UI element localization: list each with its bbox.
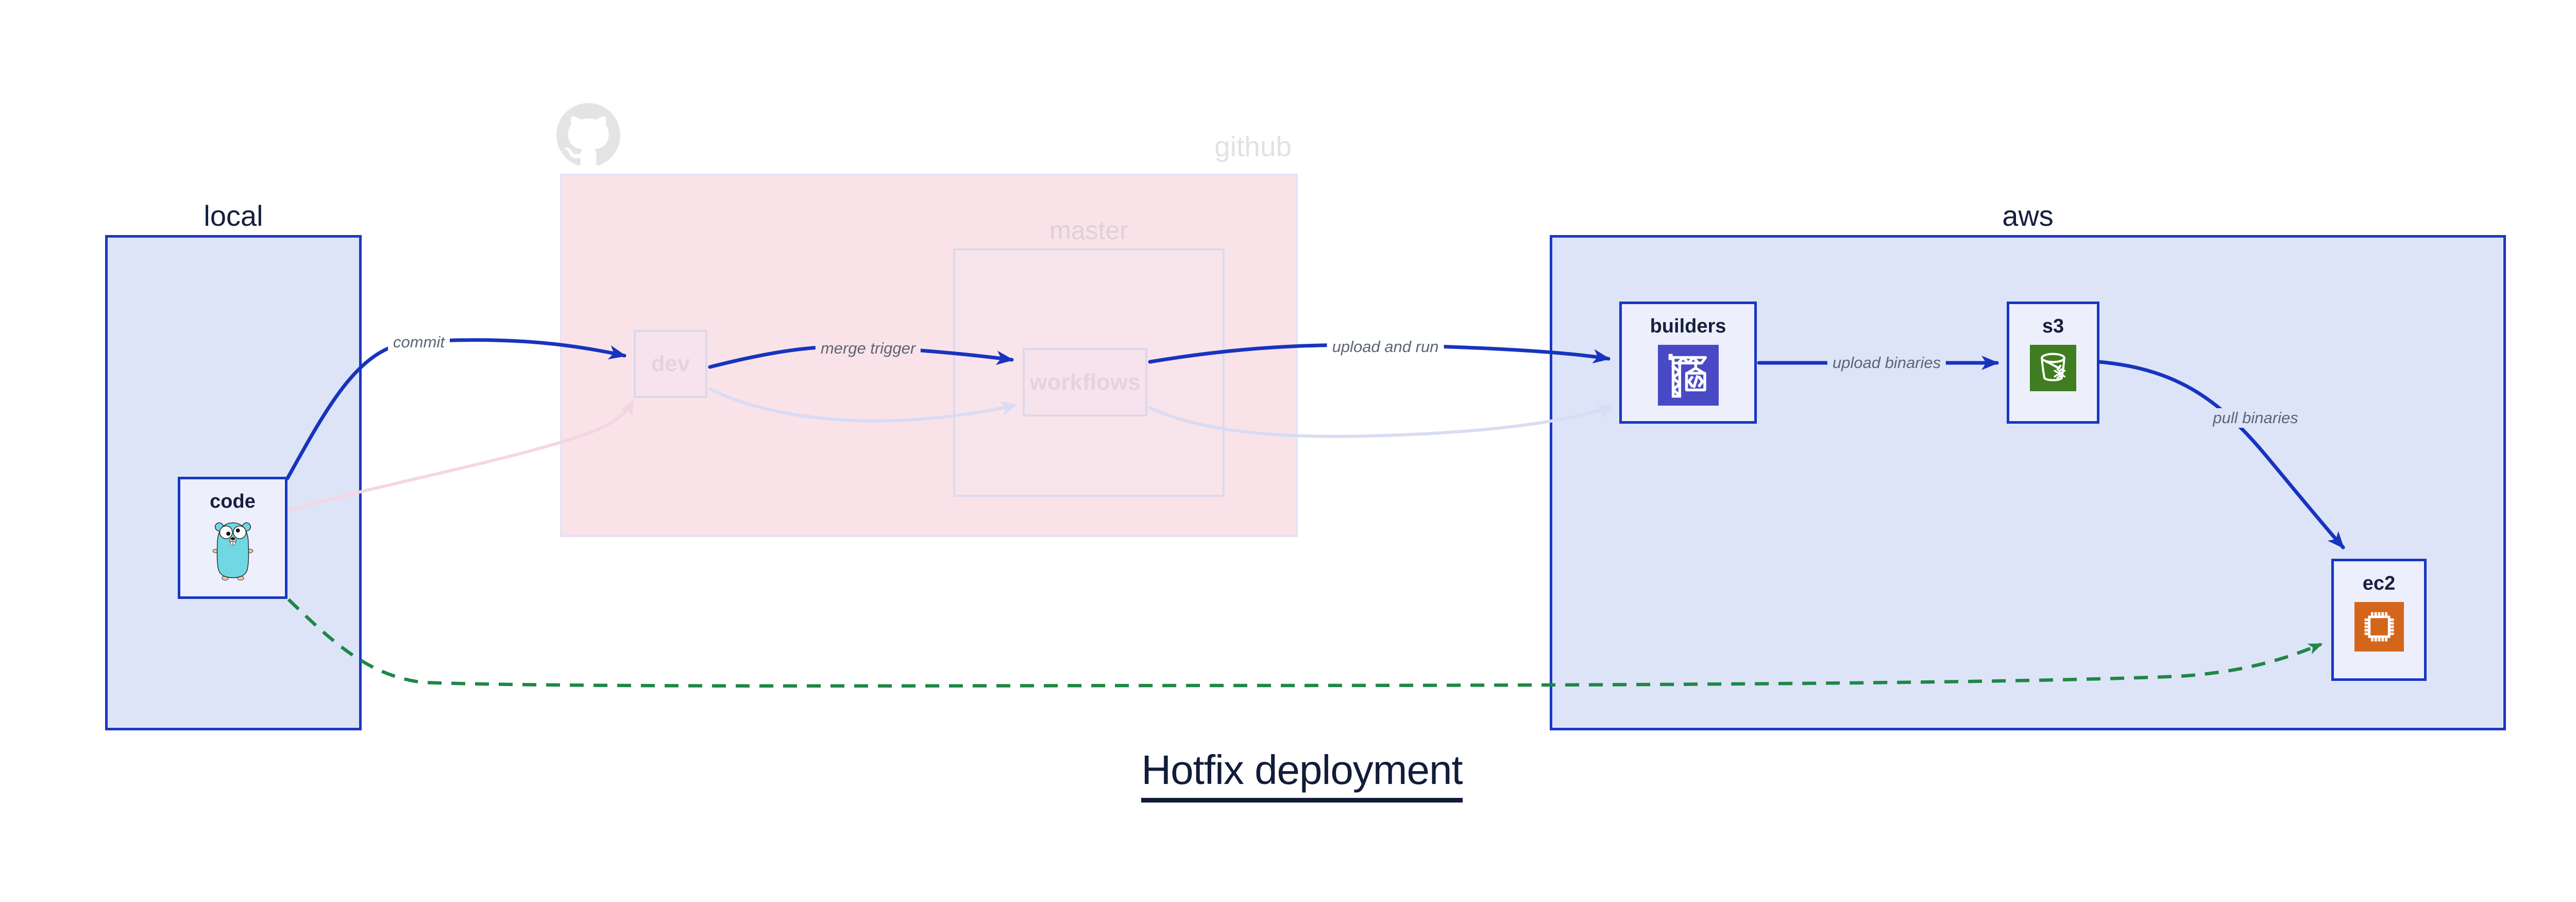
node-s3: s3 <box>2007 302 2099 424</box>
hotfix-direct-edge <box>287 598 2323 688</box>
node-code-label: code <box>210 491 256 512</box>
local-region-label: local <box>204 199 263 232</box>
node-ec2: ec2 <box>2331 559 2427 681</box>
commit-edge <box>285 338 626 480</box>
node-dev: dev <box>634 330 707 398</box>
node-s3-label: s3 <box>2042 315 2064 337</box>
pull-binaries-edge <box>2097 360 2345 549</box>
node-ec2-label: ec2 <box>2362 573 2396 594</box>
node-builders: builders <box>1619 302 1757 424</box>
diagram-title-text: Hotfix deployment <box>1141 746 1463 803</box>
commit-edge-label: commit <box>388 332 450 353</box>
pull-binaries-edge-label: pull binaries <box>2208 408 2303 428</box>
codebuild-crane-icon <box>1657 345 1719 408</box>
s3-bucket-icon <box>2030 345 2076 394</box>
merge-trigger-edge-label: merge trigger <box>815 338 921 359</box>
master-branch-label: master <box>1049 216 1128 245</box>
node-workflows-label: workflows <box>1029 369 1141 395</box>
github-region-label: github <box>1214 130 1292 162</box>
faded-commit-edge <box>288 400 634 512</box>
upload-and-run-edge-label: upload and run <box>1327 337 1444 357</box>
aws-region-label: aws <box>2002 199 2054 232</box>
upload-binaries-edge-label: upload binaries <box>1827 353 1946 373</box>
node-dev-label: dev <box>651 351 690 376</box>
node-code: code <box>178 477 287 599</box>
diagram-title: Hotfix deployment <box>0 746 2576 803</box>
faded-merge-edge <box>708 387 1017 423</box>
faded-upload-edge <box>1148 404 1614 438</box>
github-octocat-icon <box>556 103 620 170</box>
ec2-chip-icon <box>2354 602 2404 654</box>
node-builders-label: builders <box>1650 315 1726 337</box>
node-workflows: workflows <box>1023 348 1147 416</box>
go-gopher-icon <box>212 520 254 583</box>
